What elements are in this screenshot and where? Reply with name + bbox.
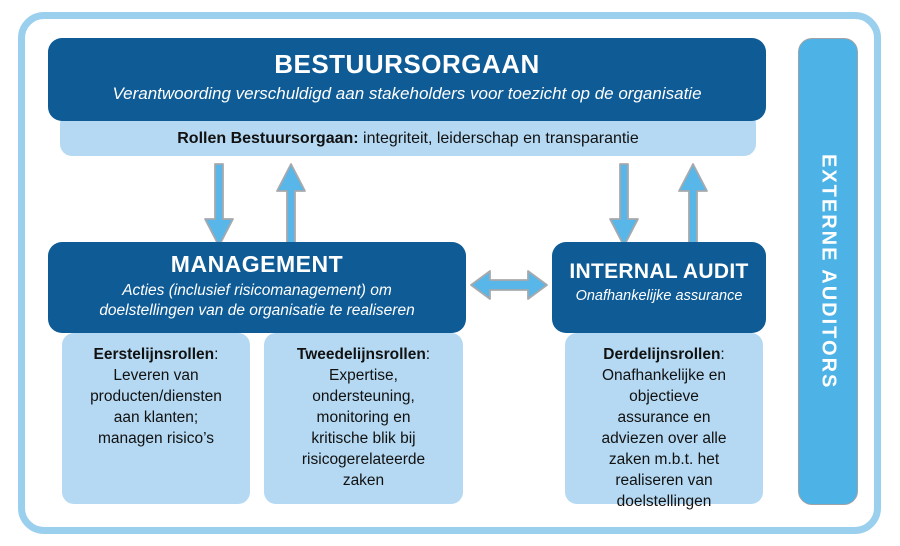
second-line-roles-box: Tweedelijnsrollen: Expertise, ondersteun… bbox=[264, 333, 463, 504]
second-line-roles-body: Expertise, ondersteuning, monitoring en … bbox=[301, 367, 426, 489]
internal-audit-box: INTERNAL AUDIT Onafhankelijke assurance bbox=[552, 242, 766, 333]
second-line-roles-heading: Tweedelijnsrollen: bbox=[296, 346, 431, 363]
arrow-left-right-icon bbox=[470, 270, 548, 300]
roles-bar-label-text: integriteit, leiderschap en transparanti… bbox=[358, 130, 639, 147]
external-auditors-label: EXTERNE AUDITORS bbox=[817, 153, 840, 390]
governing-body-box: BESTUURSORGAAN Verantwoording verschuldi… bbox=[48, 38, 766, 121]
external-auditors-bar: EXTERNE AUDITORS bbox=[798, 38, 858, 505]
third-line-roles-heading: Derdelijnsrollen: bbox=[603, 346, 725, 363]
arrow-up-icon bbox=[276, 163, 306, 247]
governing-body-title: BESTUURSORGAAN bbox=[274, 49, 540, 79]
governing-body-subtitle: Verantwoording verschuldigd aan stakehol… bbox=[112, 84, 702, 103]
management-title: MANAGEMENT bbox=[170, 251, 344, 277]
management-box: MANAGEMENT Acties (inclusief risicomanag… bbox=[48, 242, 466, 333]
first-line-roles-box: Eerstelijnsrollen: Leveren van producten… bbox=[62, 333, 250, 504]
management-subtitle: Acties (inclusief risicomanagement) om d… bbox=[99, 282, 415, 319]
third-line-roles-body: Onafhankelijke en objectieve assurance e… bbox=[601, 367, 727, 510]
arrow-up-icon bbox=[678, 163, 708, 247]
internal-audit-subtitle: Onafhankelijke assurance bbox=[575, 288, 743, 304]
roles-bar-label-bold: Rollen Bestuursorgaan: bbox=[177, 130, 359, 147]
arrow-down-icon bbox=[204, 163, 234, 247]
first-line-roles-heading: Eerstelijnsrollen: bbox=[93, 346, 219, 363]
third-line-roles-box: Derdelijnsrollen: Onafhankelijke en obje… bbox=[565, 333, 763, 510]
internal-audit-title: INTERNAL AUDIT bbox=[569, 260, 749, 283]
governing-roles-bar-label: Rollen Bestuursorgaan: integriteit, leid… bbox=[177, 130, 639, 156]
arrow-down-icon bbox=[609, 163, 639, 247]
first-line-roles-body: Leveren van producten/diensten aan klant… bbox=[90, 367, 222, 447]
